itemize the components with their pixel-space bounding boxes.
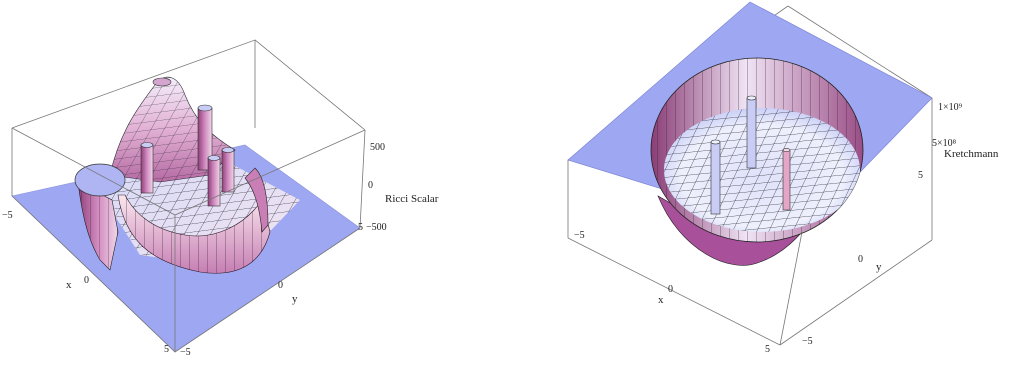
ricci-scalar-plot: −5 x 0 5 −5 0 y 5 500 0 −500 Ricci Scala… — [0, 0, 470, 366]
z-axis-label: Ricci Scalar — [385, 193, 439, 205]
z-tick-0: 0 — [368, 180, 373, 191]
ricci-scalar-svg: −5 x 0 5 −5 0 y 5 500 0 −500 Ricci Scala… — [2, 39, 439, 358]
y-tick-0-right: 0 — [858, 254, 863, 265]
bowl-floor-mesh — [664, 108, 860, 232]
z-tick-1e9: 1×10⁹ — [938, 102, 963, 113]
y-tick-0: 0 — [278, 280, 283, 291]
x-tick-neg5: −5 — [2, 210, 13, 221]
left-disk — [74, 163, 126, 197]
x-tick-0-right: 0 — [668, 284, 673, 295]
spikes — [140, 104, 235, 207]
y-axis-label: y — [292, 293, 298, 305]
x-tick-neg5-right: −5 — [574, 230, 585, 241]
kretch-spikes — [710, 95, 791, 215]
x-tick-5: 5 — [164, 344, 169, 355]
x-tick-0: 0 — [84, 275, 89, 286]
z-tick-5e8: 5×10⁸ — [932, 138, 957, 149]
kretchmann-plot: −5 0 x 5 −5 0 y 5 1×10⁹ 5×10⁸ Kretchmann — [540, 0, 1012, 366]
box-front-edges-right — [567, 98, 933, 346]
y-tick-neg5: −5 — [180, 347, 191, 358]
y-axis-label-right: y — [876, 261, 882, 273]
x-axis-label: x — [66, 279, 72, 291]
z-axis-label-right: Kretchmann — [944, 148, 999, 160]
peak-cap — [152, 77, 172, 87]
x-tick-5-right: 5 — [765, 344, 770, 355]
y-tick-neg5-right: −5 — [802, 336, 813, 347]
box-back-edges — [11, 39, 366, 131]
y-tick-5: 5 — [358, 222, 363, 233]
z-tick-500: 500 — [370, 142, 385, 153]
box-front-edges — [11, 127, 366, 353]
kretchmann-svg: −5 0 x 5 −5 0 y 5 1×10⁹ 5×10⁸ Kretchmann — [567, 1, 999, 355]
y-tick-5-right: 5 — [918, 170, 923, 181]
x-axis-label-right: x — [658, 294, 664, 306]
right-wall — [244, 167, 269, 233]
z-tick-neg500: −500 — [366, 222, 387, 233]
